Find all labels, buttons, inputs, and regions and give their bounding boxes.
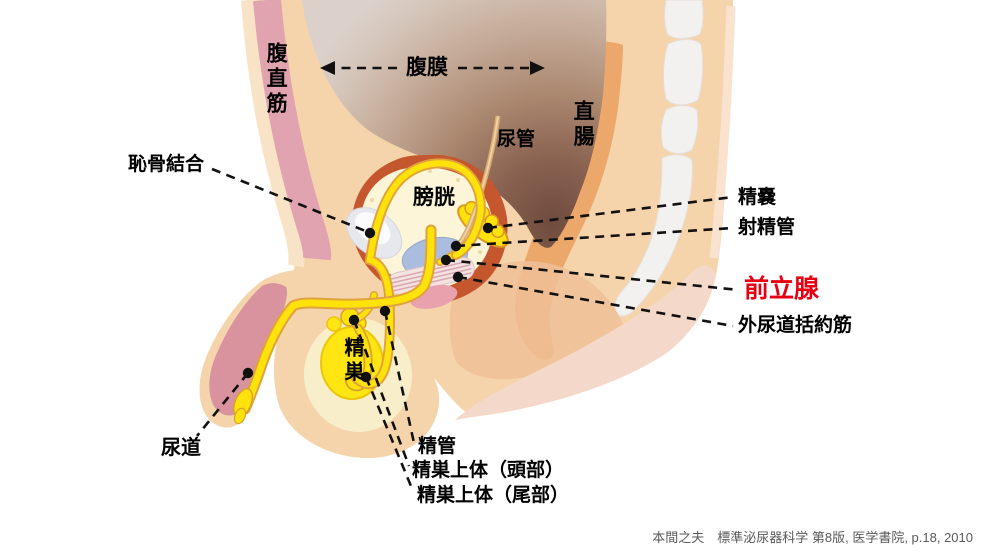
leader-epididymis-tail [364,376,415,492]
leader-lines [195,66,740,492]
label-rectum: 直腸 [571,100,595,150]
urethra-core [241,226,435,413]
label-seminal-vesicle: 精嚢 [738,187,777,208]
ureter-core [458,115,499,245]
leader-prostate [445,258,740,292]
urethral-tip [233,407,247,425]
label-external-urethral-sphincter: 外尿道括約筋 [738,315,853,336]
leader-vas-deferens [383,310,416,444]
label-rectus-abdominis: 腹直筋 [264,42,288,117]
label-ejaculatory-duct: 射精管 [738,217,796,238]
label-vas-deferens: 精管 [418,436,457,457]
arrowhead-left [320,61,335,75]
appendix-testis [326,316,342,332]
label-testis: 精巣 [341,337,363,385]
label-ureter: 尿管 [497,129,536,150]
buttock-region [455,265,716,420]
arrowhead-right [530,61,545,75]
vas-deferens-core [352,160,484,388]
leader-urethra [195,372,250,437]
label-pubic-symphysis: 恥骨結合 [128,154,205,175]
label-bladder: 膀胱 [413,186,455,209]
leader-dots [242,222,494,383]
peritoneum-arrowheads [320,61,545,75]
leader-sphincter [457,275,734,328]
rectus-abdominis-muscle [253,0,332,261]
label-urethra: 尿道 [161,437,201,459]
label-epididymis-head: 精巣上体（頭部） [412,460,565,481]
sacrum-bone [614,0,704,317]
abdominal-wall-outer-band [241,0,305,268]
label-epididymis-tail: 精巣上体（尾部） [417,485,570,506]
leader-epididymis-head [352,319,411,467]
leader-seminal-vesicle [487,195,734,230]
citation: 本間之夫 標準泌尿器科学 第8版, 医学書院, p.18, 2010 [652,530,973,545]
label-peritoneum: 腹膜 [406,56,448,79]
penis-shaft [209,283,288,416]
back-outer-band [709,5,736,259]
label-prostate: 前立腺 [744,275,820,303]
leader-pubic-symphysis [211,167,369,234]
